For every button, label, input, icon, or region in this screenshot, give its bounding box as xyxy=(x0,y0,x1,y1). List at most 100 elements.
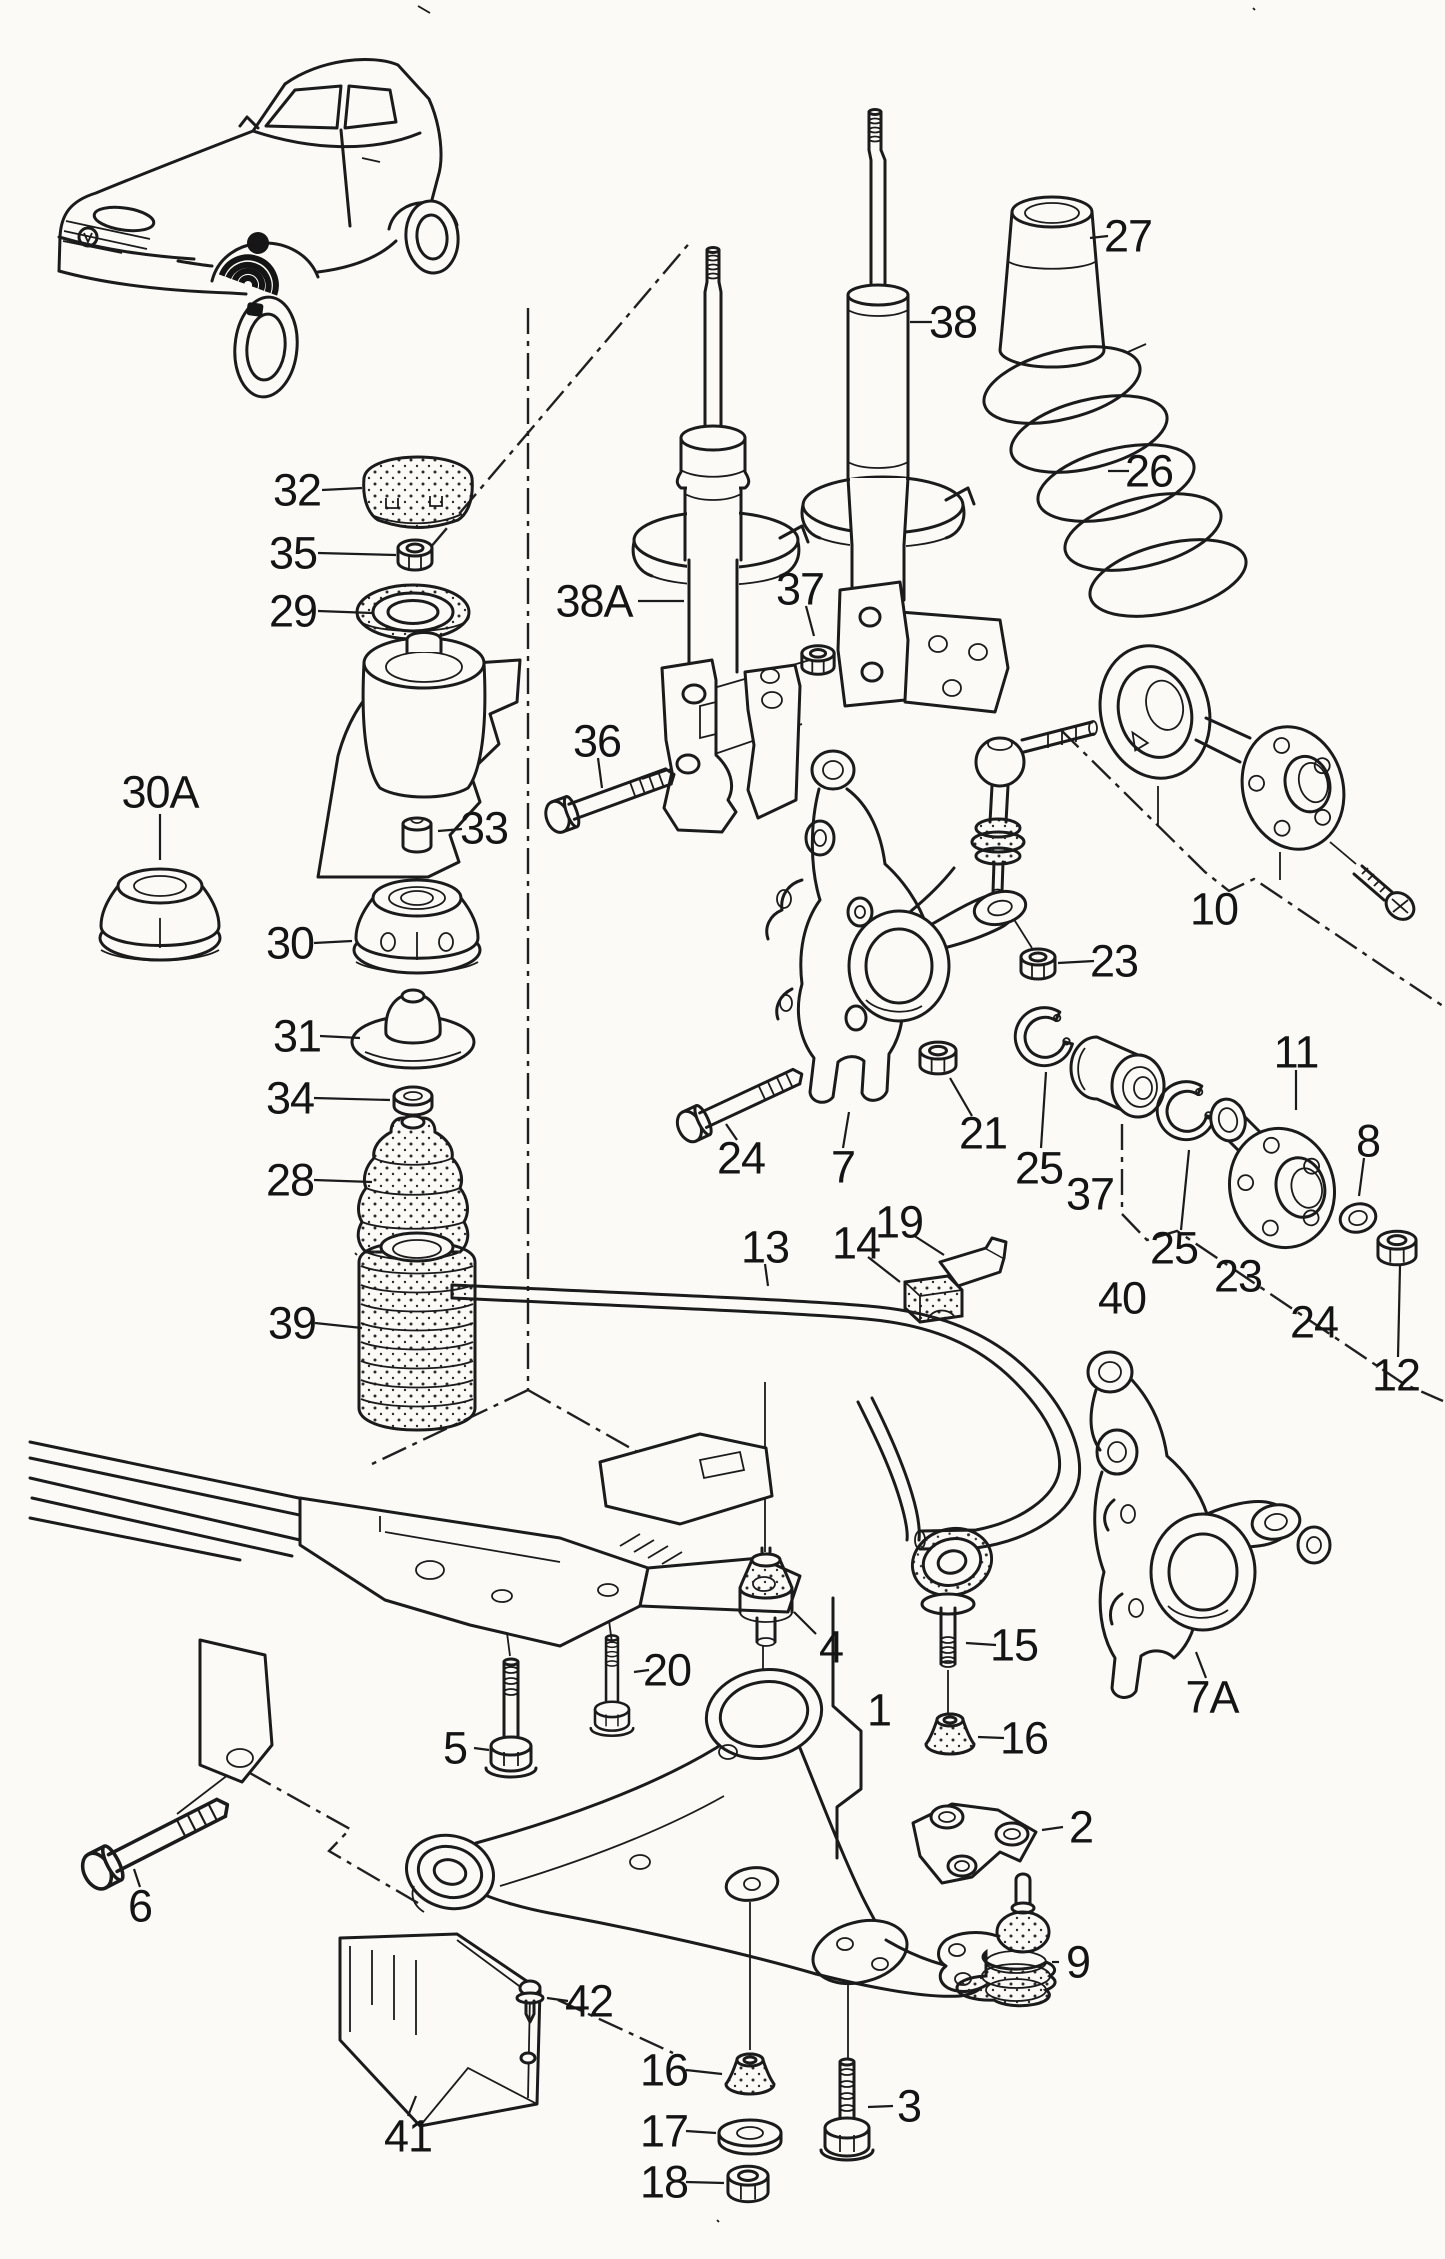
part-label-9-41: 9 xyxy=(1066,1937,1090,1988)
cap-32 xyxy=(362,455,474,529)
part-label-39-9: 39 xyxy=(268,1298,316,1349)
mount-30 xyxy=(352,878,482,975)
part-label-33-4: 33 xyxy=(460,803,508,854)
part-label-28-8: 28 xyxy=(266,1155,314,1206)
leader-line-16-34 xyxy=(977,1735,1005,1740)
bushing-33 xyxy=(401,816,433,854)
part-label-25-19: 25 xyxy=(1015,1143,1063,1194)
part-label-26-15: 26 xyxy=(1125,446,1173,497)
part-label-14-24: 14 xyxy=(832,1218,880,1269)
part-label-35-1: 35 xyxy=(269,528,317,579)
leader-line-18-47 xyxy=(685,2180,725,2185)
part-label-24-22: 24 xyxy=(717,1133,765,1184)
part-label-38-13: 38 xyxy=(929,297,977,348)
leader-line-37-12 xyxy=(804,605,816,637)
leader-line-24-22 xyxy=(725,1123,738,1141)
hub-assembly-10 xyxy=(1098,644,1416,921)
leader-line-6-42 xyxy=(132,1868,142,1888)
leader-line-31-6 xyxy=(319,1034,361,1040)
cone-nut-16b xyxy=(724,2052,776,2096)
part-label-15-33: 15 xyxy=(990,1620,1038,1671)
strut-38a xyxy=(631,246,810,834)
control-arm-1 xyxy=(404,1668,986,1998)
subframe xyxy=(28,1432,802,1784)
nut-35 xyxy=(396,538,434,572)
labels-layer: 32352930A33303134283938A3637382726102321… xyxy=(121,211,1421,2208)
nut-21 xyxy=(918,1040,958,1076)
part-label-36-11: 36 xyxy=(573,716,621,767)
bracket-19 xyxy=(938,1236,1008,1288)
part-label-41-43: 41 xyxy=(384,2111,432,2162)
leader-line-28-8 xyxy=(313,1178,373,1184)
part-label-19-25: 19 xyxy=(875,1197,923,1248)
leader-line-39-9 xyxy=(314,1321,363,1330)
cap-27 xyxy=(998,195,1106,369)
part-label-40-27: 40 xyxy=(1098,1273,1146,1324)
leader-line-7-21 xyxy=(841,1111,851,1149)
washer-17 xyxy=(717,2118,783,2156)
circlip-25a xyxy=(1007,1000,1078,1074)
part-label-6-42: 6 xyxy=(128,1881,152,1932)
leader-line-13-23 xyxy=(763,1263,770,1287)
location-marker-icon xyxy=(218,232,279,317)
part-label-24-31: 24 xyxy=(1290,1297,1338,1348)
part-label-16-45: 16 xyxy=(640,2045,688,2096)
strut-tower-plate xyxy=(316,631,522,879)
shield-41 xyxy=(338,1932,542,2128)
leader-line-30-5 xyxy=(313,939,353,945)
part-label-3-48: 3 xyxy=(897,2081,921,2132)
leader-line-17-46 xyxy=(685,2129,717,2135)
part-label-11-28: 11 xyxy=(1274,1027,1319,1078)
part-label-30A-3: 30A xyxy=(121,767,199,818)
leader-line-7A-35 xyxy=(1194,1651,1208,1679)
leader-line-36-11 xyxy=(596,757,604,789)
leader-line-21-18 xyxy=(949,1077,973,1117)
nut-12 xyxy=(1376,1229,1418,1267)
link-15 xyxy=(856,1396,994,1668)
bolt-3 xyxy=(819,2057,875,2162)
part-label-21-18: 21 xyxy=(959,1108,1007,1159)
part-label-38A-10: 38A xyxy=(555,576,633,627)
leader-line-5-39 xyxy=(473,1746,490,1752)
leader-line-4-36 xyxy=(793,1611,817,1635)
part-label-25-26: 25 xyxy=(1150,1223,1198,1274)
leader-line-42-44 xyxy=(546,1996,569,2003)
knuckle-7a xyxy=(1086,1350,1332,1699)
part-label-7-21: 7 xyxy=(831,1142,855,1193)
nut-37-top xyxy=(800,644,836,676)
ball-joint-9 xyxy=(937,1872,1057,2008)
nut-23 xyxy=(1019,947,1057,981)
part-label-13-23: 13 xyxy=(741,1222,789,1273)
bearing-37 xyxy=(1069,1035,1166,1119)
part-label-12-32: 12 xyxy=(1372,1350,1420,1401)
bracket-2 xyxy=(911,1802,1038,1885)
part-label-23-30: 23 xyxy=(1214,1251,1262,1302)
part-label-10-16: 10 xyxy=(1190,884,1238,935)
group-bracket-1 xyxy=(831,1596,863,1860)
part-label-37-12: 37 xyxy=(776,564,824,615)
hub-11 xyxy=(1209,1097,1337,1250)
clamp-14 xyxy=(903,1274,964,1324)
cap-31 xyxy=(350,988,476,1070)
mount-30a xyxy=(98,867,222,962)
part-label-2-40: 2 xyxy=(1069,1802,1093,1853)
leader-line-33-4 xyxy=(437,827,463,833)
bolt-20 xyxy=(589,1634,635,1738)
strut-38 xyxy=(800,108,1010,714)
leader-line-20-38 xyxy=(633,1668,650,1674)
part-label-32-0: 32 xyxy=(273,465,321,516)
part-label-4-36: 4 xyxy=(819,1622,843,1673)
part-label-16-34: 16 xyxy=(1000,1713,1048,1764)
leader-line-25-26 xyxy=(1179,1149,1191,1231)
screw-42 xyxy=(515,1979,545,2024)
bearing-29 xyxy=(355,583,471,641)
leader-line-27-14 xyxy=(1089,234,1109,240)
part-label-23-17: 23 xyxy=(1090,936,1138,987)
leader-line-3-48 xyxy=(867,2104,894,2109)
car-illustration xyxy=(57,57,460,399)
washer-8 xyxy=(1338,1202,1378,1234)
part-label-1-37: 1 xyxy=(867,1685,891,1736)
leader-line-34-7 xyxy=(313,1096,391,1102)
leader-line-25-19 xyxy=(1039,1071,1048,1149)
